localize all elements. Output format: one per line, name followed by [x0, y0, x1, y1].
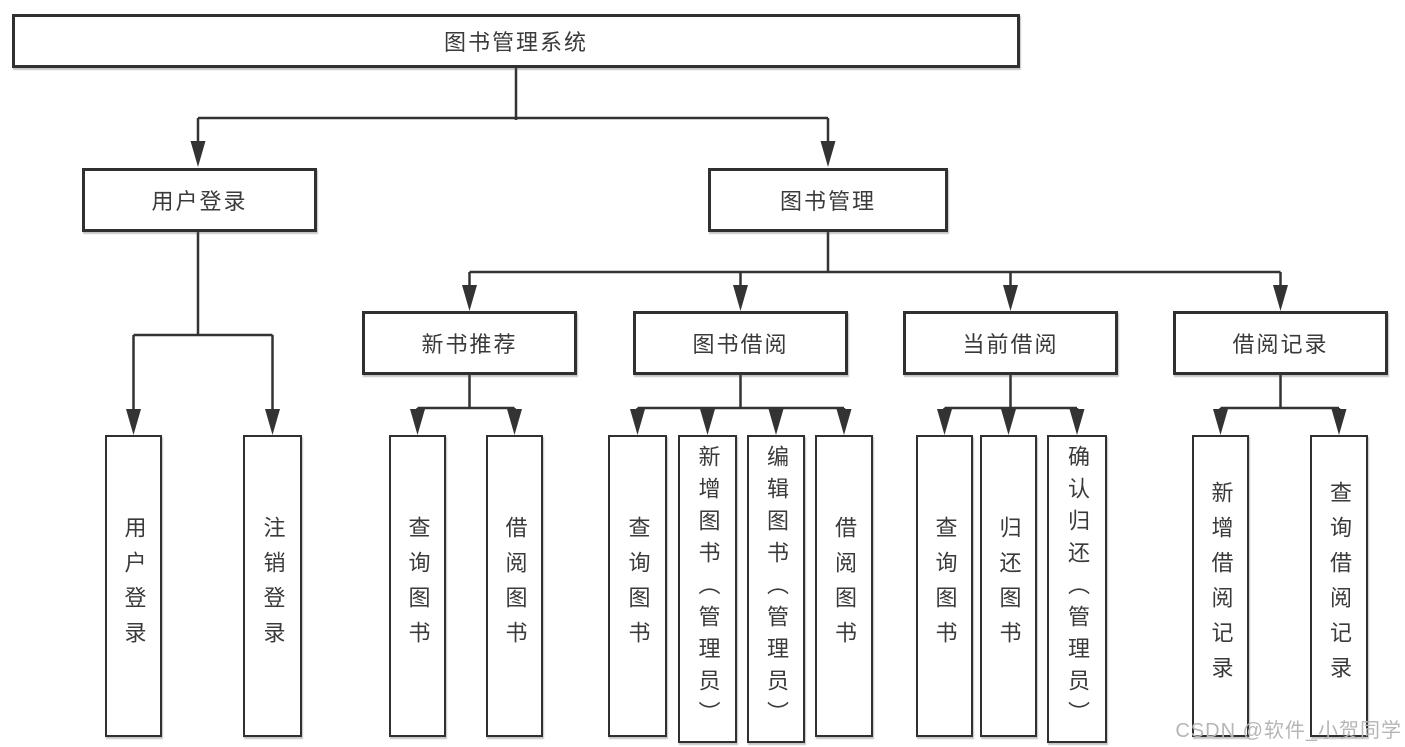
leaf-add-borrow-record: 新增借阅记录 — [1192, 435, 1249, 737]
leaf-query-books-1: 查询图书 — [389, 435, 446, 737]
leaf-logout-label: 注销登录 — [260, 516, 286, 656]
leaf-add-borrow-record-label: 新增借阅记录 — [1208, 481, 1234, 691]
leaf-borrow-books-1-label: 借阅图书 — [502, 516, 528, 656]
node-new-book-recommend-label: 新书推荐 — [421, 332, 518, 357]
leaf-logout: 注销登录 — [243, 435, 302, 737]
node-book-borrowing-label: 图书借阅 — [692, 332, 789, 357]
leaf-return-books: 归还图书 — [980, 435, 1037, 737]
leaf-user-login: 用户登录 — [105, 435, 162, 737]
node-borrowing-records: 借阅记录 — [1173, 311, 1388, 375]
leaf-query-borrow-record: 查询借阅记录 — [1310, 435, 1368, 737]
csdn-watermark: CSDN @软件_小贺同学 — [1175, 720, 1402, 742]
node-book-borrowing: 图书借阅 — [633, 311, 848, 375]
node-new-book-recommend: 新书推荐 — [362, 311, 577, 375]
node-user-login-label: 用户登录 — [151, 189, 248, 214]
leaf-query-borrow-record-label: 查询借阅记录 — [1327, 481, 1352, 691]
node-book-management-label: 图书管理 — [779, 189, 876, 214]
leaf-query-books-2-label: 查询图书 — [625, 516, 651, 656]
node-current-borrowing: 当前借阅 — [903, 311, 1118, 375]
leaf-borrow-books-2: 借阅图书 — [815, 435, 873, 737]
node-root: 图书管理系统 — [12, 14, 1020, 68]
leaf-edit-books-admin: 编辑图书（管理员） — [747, 435, 805, 743]
leaf-user-login-label: 用户登录 — [121, 516, 147, 656]
node-user-login: 用户登录 — [82, 168, 317, 232]
leaf-query-books-2: 查询图书 — [608, 435, 667, 737]
leaf-confirm-return-admin-label: 确认归还（管理员） — [1065, 445, 1090, 733]
leaf-return-books-label: 归还图书 — [996, 516, 1022, 656]
node-book-management: 图书管理 — [708, 168, 948, 232]
leaf-add-books-admin-label: 新增图书（管理员） — [695, 445, 721, 733]
leaf-borrow-books-2-label: 借阅图书 — [832, 516, 857, 656]
leaf-add-books-admin: 新增图书（管理员） — [678, 435, 737, 743]
leaf-query-books-3-label: 查询图书 — [932, 516, 958, 656]
node-root-label: 图书管理系统 — [443, 30, 588, 55]
leaf-edit-books-admin-label: 编辑图书（管理员） — [764, 445, 789, 733]
leaf-confirm-return-admin: 确认归还（管理员） — [1047, 435, 1107, 743]
node-current-borrowing-label: 当前借阅 — [962, 332, 1059, 357]
leaf-borrow-books-1: 借阅图书 — [486, 435, 543, 737]
node-borrowing-records-label: 借阅记录 — [1232, 332, 1329, 357]
leaf-query-books-3: 查询图书 — [916, 435, 973, 737]
leaf-query-books-1-label: 查询图书 — [405, 516, 431, 656]
